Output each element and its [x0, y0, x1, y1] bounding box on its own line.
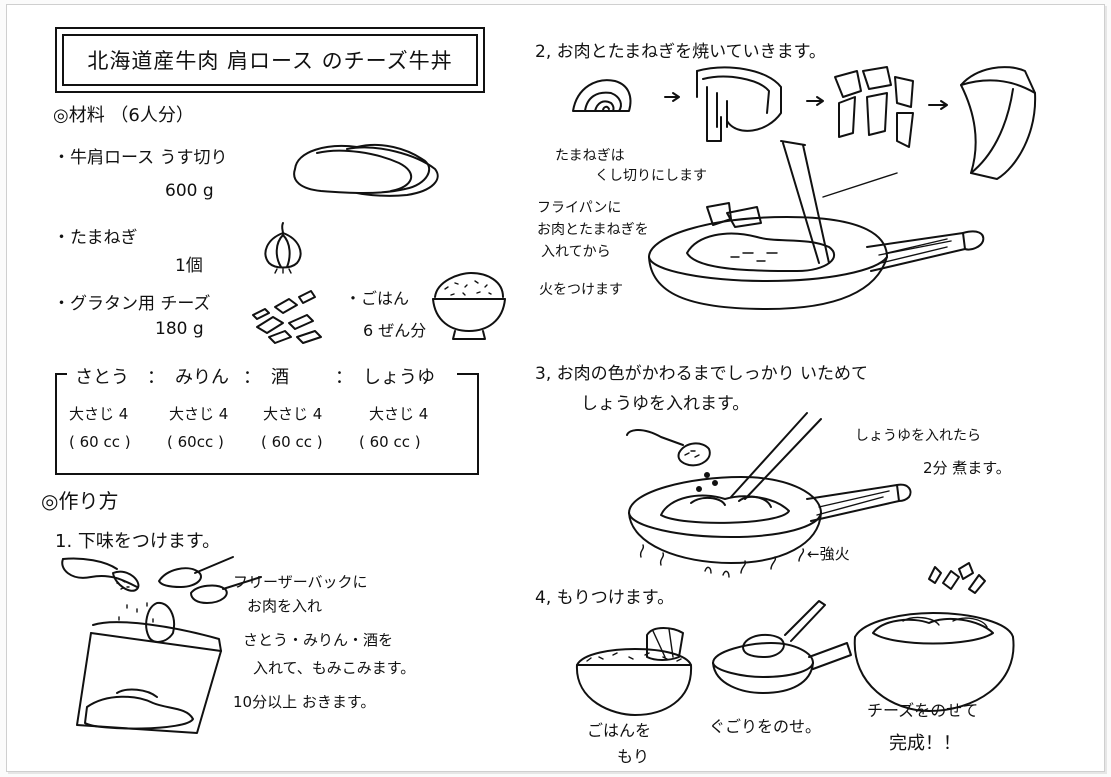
ingredient-rice-amount: 6 ぜん分 — [363, 321, 427, 340]
step3-note2: 2分 煮ます。 — [923, 459, 1011, 477]
ingredient-beef-name: ・牛肩ロース うす切り — [53, 148, 228, 168]
ingredient-onion-name: ・たまねぎ — [53, 228, 138, 248]
recipe-sheet: 北海道産牛肉 肩ロース のチーズ牛丼 ◎材料 （6人分） ・牛肩ロース うす切り… — [6, 4, 1105, 772]
seasoning-sep-2: ： — [243, 367, 261, 388]
step4-title: 4, もりつけます。 — [535, 588, 675, 608]
method-heading: ◎作り方 — [41, 489, 119, 513]
recipe-title: 北海道産牛肉 肩ロース のチーズ牛丼 — [87, 49, 453, 73]
step2-pan-note3: 入れてから — [541, 244, 611, 260]
step4-rice-line1: ごはんを — [587, 721, 652, 740]
mirin-spoons: 大さじ 4 — [169, 405, 229, 423]
step4-topping: ぐごりをのせ。 — [709, 717, 822, 736]
step1-line1: フリーザーバックに — [233, 573, 368, 591]
soy-cc: ( 60 cc ) — [359, 433, 421, 451]
step2-onion-note2: くし切りにします — [595, 168, 707, 184]
step2-title: 2, お肉とたまねぎを焼いていきます。 — [535, 42, 826, 62]
step4-cheese-line2: 完成！！ — [889, 733, 961, 754]
seasoning-sep-1: ： — [147, 367, 165, 388]
step4-rice-line2: もり — [617, 747, 650, 766]
step2-onion-note1: たまねぎは — [555, 148, 625, 164]
onion-cutting-and-pan-drawing — [572, 66, 1037, 310]
sugar-cc: ( 60 cc ) — [69, 433, 131, 451]
rice-bowl-drawing — [432, 272, 506, 340]
ingredient-rice-name: ・ごはん — [345, 289, 410, 308]
step2-pan-note4: 火をつけます — [539, 282, 623, 298]
ingredient-cheese-name: ・グラタン用 チーズ — [53, 294, 211, 314]
sake-spoons: 大さじ 4 — [263, 405, 323, 423]
step1-line4: 入れて、もみこみます。 — [253, 659, 416, 677]
seasoning-mirin: みりん — [171, 363, 233, 389]
ingredients-heading: ◎材料 （6人分） — [53, 105, 194, 126]
step2-pan-note1: フライパンに — [537, 200, 622, 216]
step2-pan-note2: お肉とたまねぎを — [537, 222, 649, 238]
step1-line3: さとう・みりん・酒を — [243, 631, 394, 649]
seasoning-sugar: さとう — [71, 363, 133, 389]
sake-cc: ( 60 cc ) — [261, 433, 323, 451]
seasoning-sep-3: ： — [335, 367, 353, 388]
freezer-bag-drawing — [61, 556, 262, 734]
beef-slices-drawing — [293, 143, 439, 197]
step3-heat: ←強火 — [807, 545, 850, 563]
ingredient-beef-amount: 600 g — [165, 181, 214, 201]
step1-title: 1. 下味をつけます。 — [55, 531, 221, 552]
step1-line5: 10分以上 おきます。 — [233, 693, 376, 711]
soy-spoons: 大さじ 4 — [369, 405, 429, 423]
step3-title-line1: 3, お肉の色がかわるまでしっかり いためて — [535, 364, 869, 384]
title-box: 北海道産牛肉 肩ロース のチーズ牛丼 — [55, 27, 485, 93]
ingredient-cheese-amount: 180 g — [155, 319, 204, 339]
sugar-spoons: 大さじ 4 — [69, 405, 129, 423]
cheese-drawing — [252, 290, 322, 344]
mirin-cc: ( 60cc ) — [167, 433, 224, 451]
seasoning-sake: 酒 — [267, 363, 293, 389]
serving-bowls-drawing — [575, 562, 1015, 716]
seasoning-box — [55, 373, 479, 475]
seasoning-soy: しょうゆ — [359, 363, 439, 389]
step3-note1: しょうゆを入れたら — [855, 428, 981, 444]
step1-line2: お肉を入れ — [247, 597, 323, 615]
soy-sauce-pan-drawing — [626, 412, 912, 578]
step3-title-line2: しょうゆを入れます。 — [581, 394, 750, 414]
ingredient-onion-amount: 1個 — [175, 256, 203, 276]
onion-drawing — [264, 222, 302, 274]
